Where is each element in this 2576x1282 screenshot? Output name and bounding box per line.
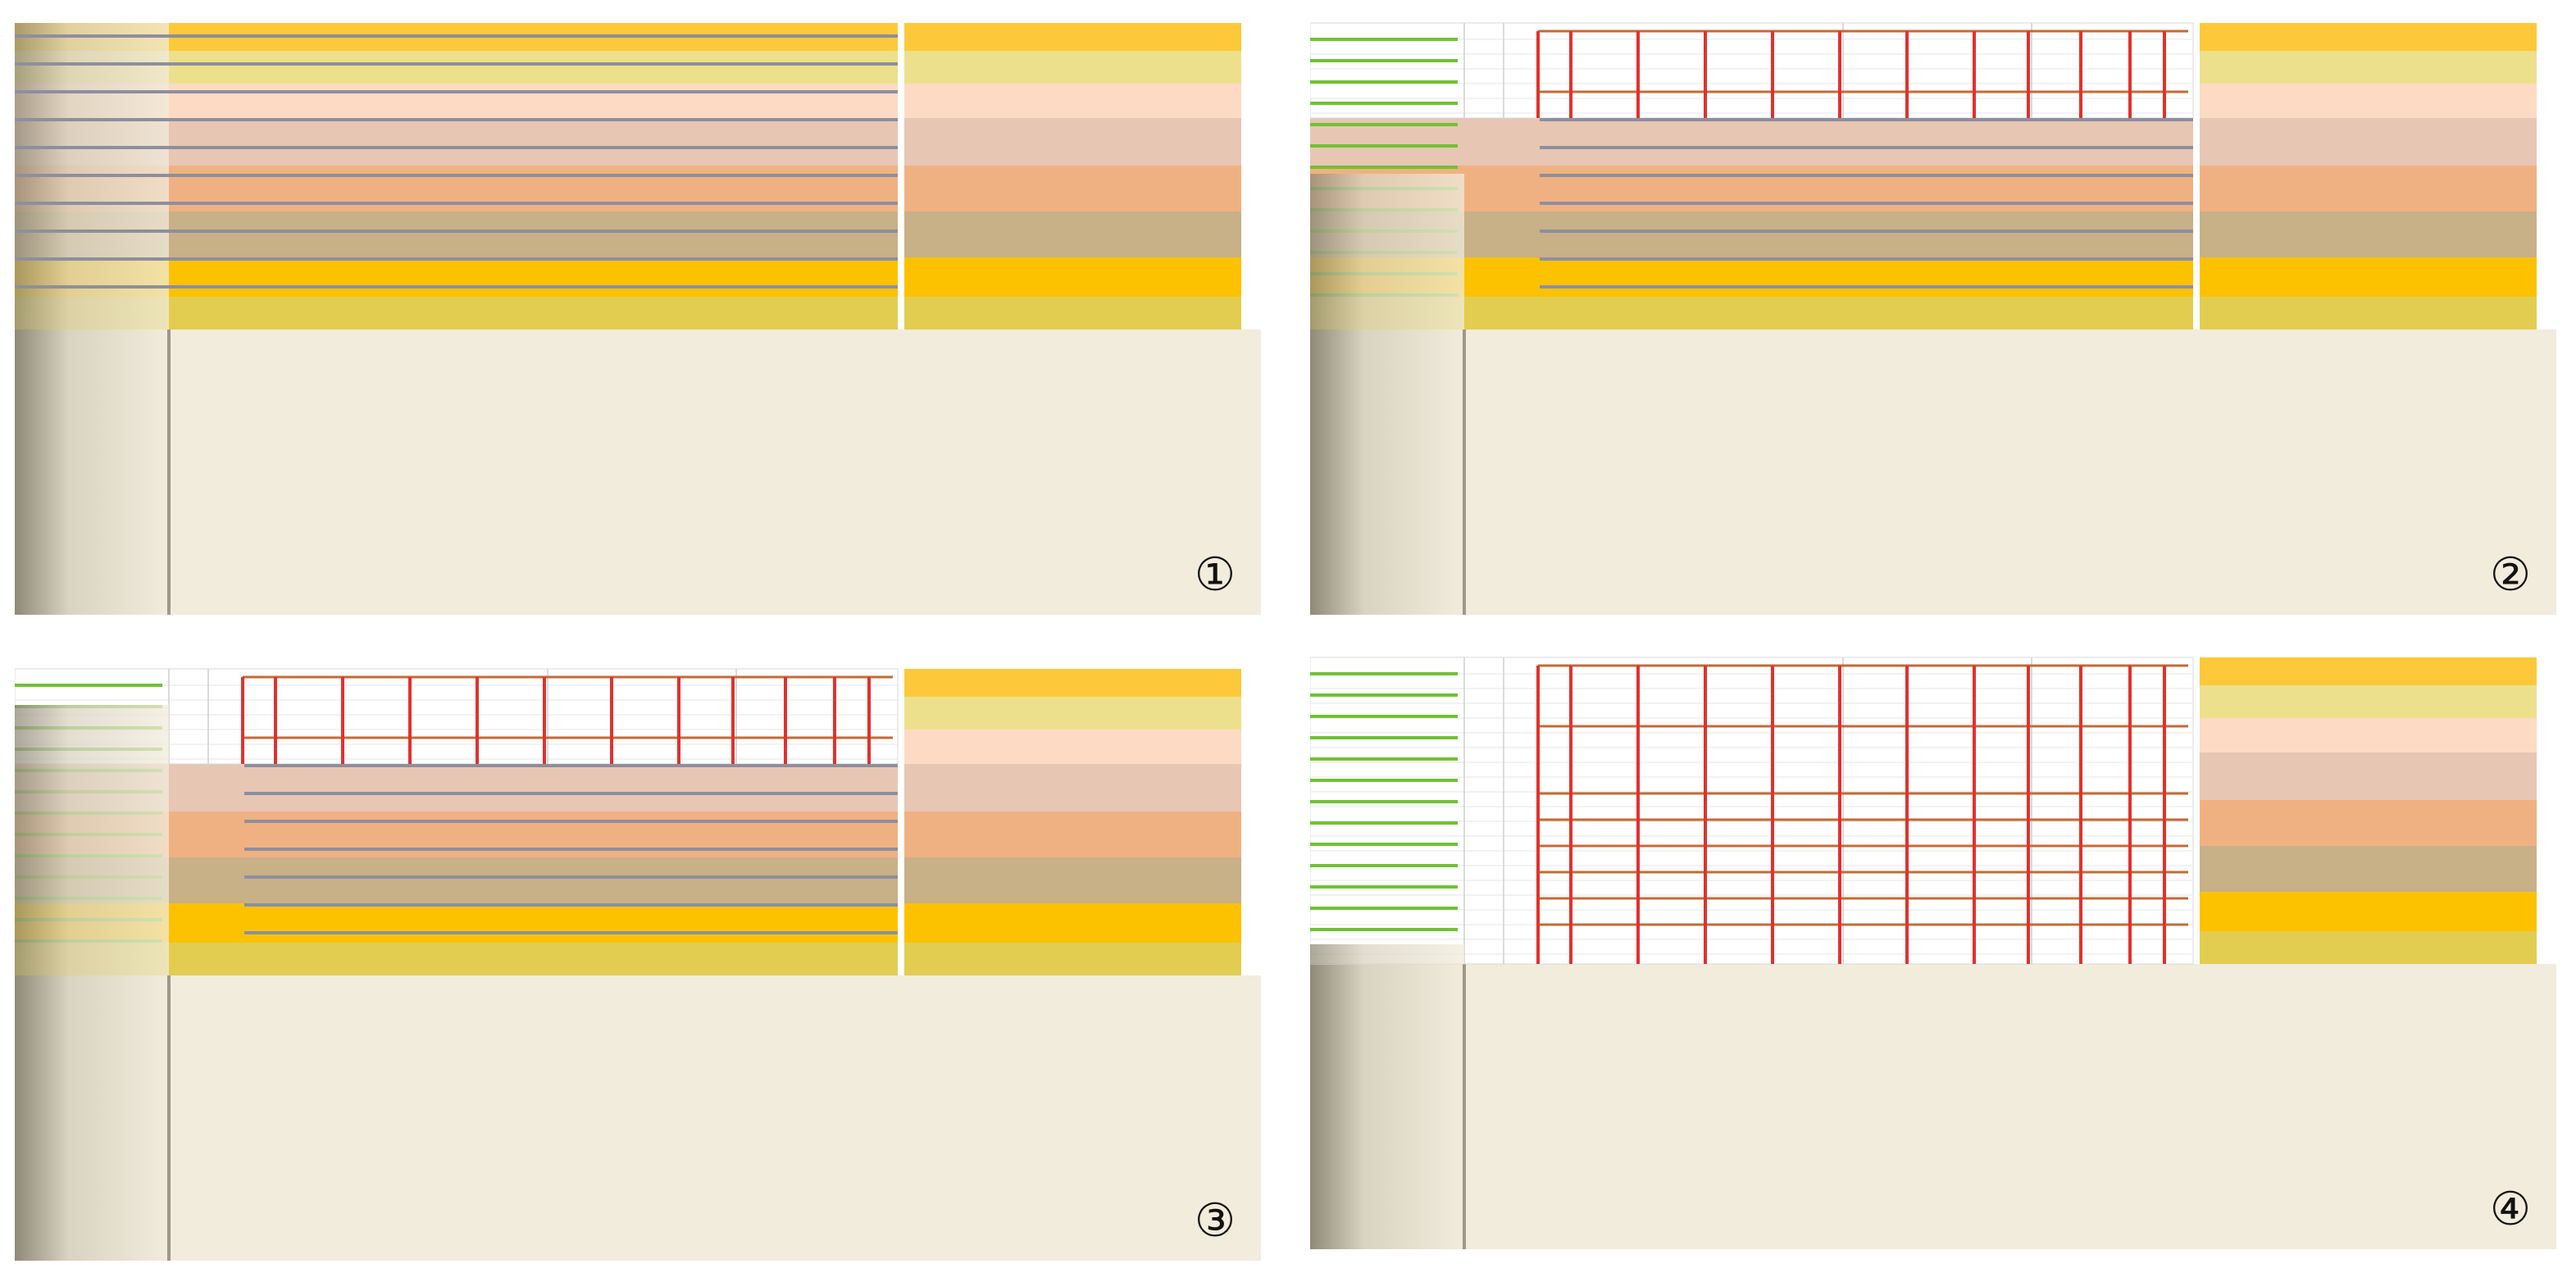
reference-stratum bbox=[904, 211, 1241, 257]
excavated-zone bbox=[1310, 657, 2194, 965]
reference-stratum bbox=[904, 669, 1241, 697]
stage-3-panel: ③ bbox=[15, 661, 1277, 1267]
reference-stratum bbox=[904, 903, 1241, 943]
retaining-pile-lower bbox=[15, 975, 169, 1261]
reference-stratum bbox=[904, 23, 1241, 51]
reference-stratum bbox=[2200, 718, 2537, 752]
reference-stratum bbox=[904, 84, 1241, 118]
reference-stratum bbox=[2200, 846, 2537, 892]
reference-stratum bbox=[904, 764, 1241, 811]
retaining-wall bbox=[1310, 174, 1464, 330]
stage-2-label: ② bbox=[2489, 548, 2532, 602]
retaining-pile-lower bbox=[1310, 330, 1464, 615]
reference-stratum bbox=[2200, 84, 2537, 118]
reference-stratum bbox=[904, 811, 1241, 857]
reference-stratum bbox=[2200, 752, 2537, 800]
retaining-pile-lower bbox=[15, 330, 169, 615]
stage-1-label: ① bbox=[1194, 548, 1236, 602]
stage-2-section bbox=[1310, 22, 2556, 615]
reference-stratum bbox=[904, 857, 1241, 903]
reference-stratum bbox=[904, 166, 1241, 211]
reference-stratum bbox=[2200, 118, 2537, 166]
stage-3-section bbox=[15, 668, 1261, 1261]
reference-stratum bbox=[904, 943, 1241, 975]
reference-stratum bbox=[904, 118, 1241, 166]
reference-stratum bbox=[2200, 51, 2537, 84]
stage-4-label: ④ bbox=[2489, 1183, 2532, 1236]
reference-stratum bbox=[2200, 685, 2537, 718]
retaining-wall bbox=[1310, 944, 1464, 964]
reference-stratum bbox=[2200, 892, 2537, 931]
reference-stratum bbox=[904, 51, 1241, 84]
soil-below bbox=[15, 330, 1261, 615]
reference-stratum bbox=[2200, 297, 2537, 330]
soil-below bbox=[15, 975, 1261, 1261]
soil-below bbox=[1310, 964, 2556, 1249]
stage-1-panel: ① bbox=[15, 15, 1277, 621]
stage-4-section bbox=[1310, 657, 2556, 1249]
stage-1-section bbox=[15, 23, 1261, 615]
retaining-wall bbox=[15, 705, 169, 975]
stage-4-panel: ④ bbox=[1310, 649, 2573, 1256]
reference-stratum bbox=[904, 257, 1241, 297]
reference-stratum bbox=[2200, 931, 2537, 964]
reference-stratum bbox=[2200, 657, 2537, 685]
reference-stratum bbox=[2200, 166, 2537, 211]
retaining-pile-lower bbox=[1310, 964, 1464, 1249]
reference-stratum bbox=[2200, 257, 2537, 297]
reference-stratum bbox=[2200, 800, 2537, 846]
reference-stratum bbox=[904, 730, 1241, 764]
reference-stratum bbox=[2200, 23, 2537, 51]
reference-stratum bbox=[2200, 211, 2537, 257]
stage-2-panel: ② bbox=[1310, 15, 2573, 621]
soil-below bbox=[1310, 330, 2556, 615]
stage-3-label: ③ bbox=[1194, 1194, 1236, 1248]
reference-stratum bbox=[904, 297, 1241, 330]
reference-stratum bbox=[904, 697, 1241, 730]
